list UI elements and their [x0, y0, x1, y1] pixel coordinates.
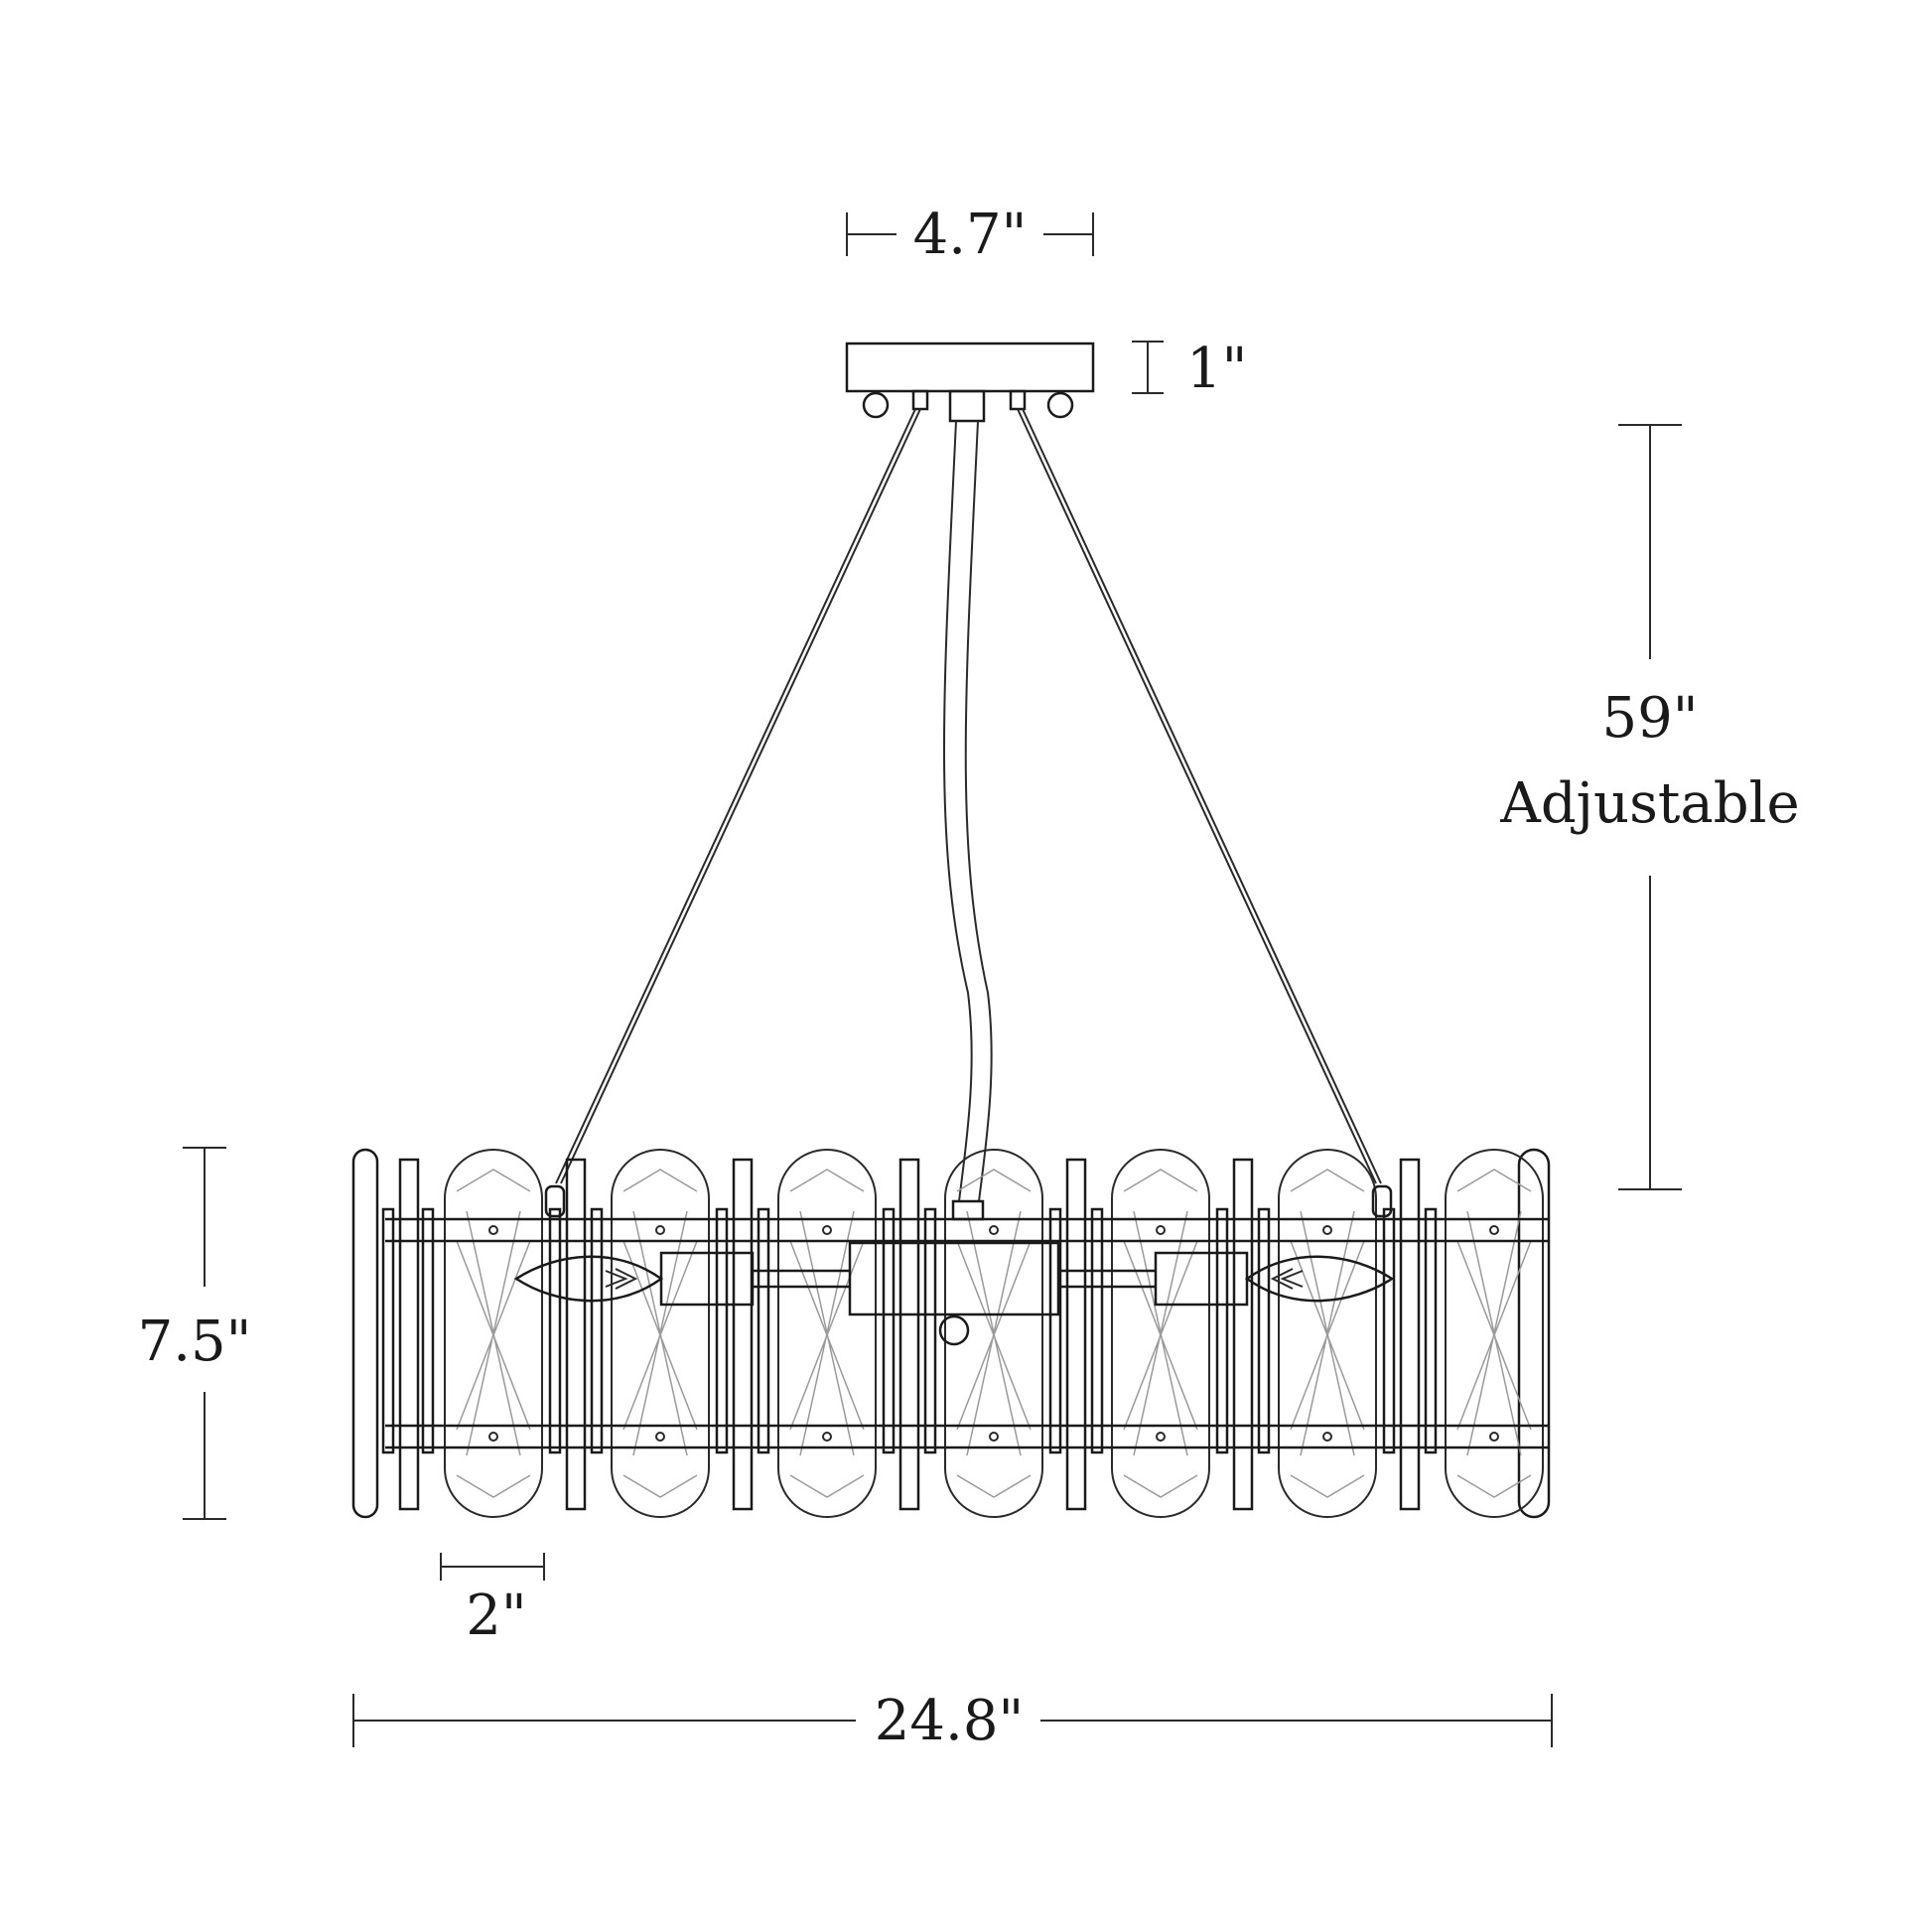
- suspension-cables: [555, 408, 1382, 1184]
- canopy-height-label: 1": [1186, 337, 1247, 401]
- drop-adjustable-label: Adjustable: [1499, 771, 1799, 836]
- glass-panels: [444, 1149, 1544, 1518]
- bulbs: [513, 1255, 1395, 1303]
- fixture-body: [351, 1148, 1551, 1519]
- body-height-label: 7.5": [138, 1310, 252, 1374]
- canopy-width-label: 4.7": [913, 203, 1028, 267]
- overall-width-label: 24.8": [875, 1689, 1024, 1753]
- dimension-lines: [183, 212, 1682, 1747]
- panel-width-label: 2": [466, 1584, 526, 1648]
- drop-length-label: 59": [1601, 686, 1698, 751]
- ceiling-canopy: [845, 342, 1095, 423]
- power-cord: [942, 420, 993, 1202]
- rivets: [488, 1225, 1499, 1442]
